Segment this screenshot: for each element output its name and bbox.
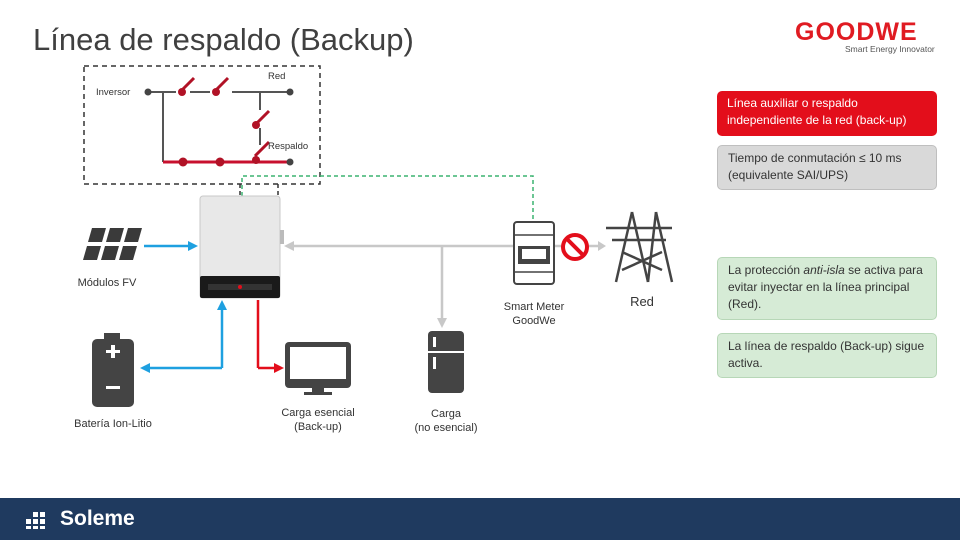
- dc-lines: [144, 244, 224, 370]
- monitor-icon: [285, 342, 351, 395]
- backup-label: Respaldo: [268, 141, 309, 152]
- battery-label: Batería Ion-Litio: [74, 418, 152, 430]
- meter-label-1: Smart Meter: [503, 301, 565, 313]
- terminal-grid: [286, 88, 294, 96]
- goodwe-logo: GOODWE: [795, 18, 918, 46]
- meter-comm-line: [241, 175, 534, 222]
- backup-active-note: La línea de respaldo (Back-up) sigue act…: [717, 333, 937, 378]
- soleme-logo-icon: [26, 512, 45, 529]
- switch-node: [178, 88, 186, 96]
- nonessential-load-label-1: Carga: [431, 408, 461, 420]
- switch-node: [215, 157, 225, 167]
- backup-load-line: [256, 300, 278, 370]
- inverter-icon: [199, 195, 284, 299]
- switch-node: [178, 157, 188, 167]
- grid-tower-label: Red: [630, 294, 654, 309]
- footer-bar: [0, 498, 960, 540]
- switching-time-note: Tiempo de conmutación ≤ 10 ms (equivalen…: [717, 145, 937, 190]
- nonessential-load-label-2: (no esencial): [414, 422, 478, 434]
- anti-island-note-post: se activa para evitar inyectar en la lín…: [728, 263, 923, 311]
- switch-icons: [178, 76, 271, 158]
- switch-node: [252, 156, 260, 164]
- switch-node: [252, 121, 260, 129]
- terminal-backup: [286, 158, 294, 166]
- backup-diagram: [83, 65, 674, 407]
- page-title: Línea de respaldo (Backup): [33, 22, 414, 57]
- inverter-label: Inversor: [96, 87, 131, 98]
- anti-island-note: La protección anti-isla se activa para e…: [717, 257, 937, 320]
- pv-label: Módulos FV: [77, 277, 137, 289]
- grid-label: Red: [268, 71, 286, 82]
- battery-icon: [92, 333, 134, 407]
- anti-island-note-pre: La protección: [728, 263, 804, 277]
- power-tower-icon: [606, 211, 674, 283]
- switch-detail-frame: [83, 65, 321, 185]
- smart-meter-icon: [513, 221, 555, 285]
- meter-label-2: GoodWe: [512, 315, 556, 327]
- switch-node: [212, 88, 220, 96]
- footer-brand: Soleme: [60, 507, 135, 530]
- essential-load-label-1: Carga esencial: [281, 407, 355, 419]
- essential-load-label-2: (Back-up): [294, 421, 342, 433]
- terminal-inverter: [144, 88, 152, 96]
- pv-module-icon: [83, 228, 142, 260]
- anti-island-block-icon: [561, 233, 589, 261]
- logo-tagline: Smart Energy Innovator: [845, 44, 935, 54]
- backup-line-note: Línea auxiliar o respaldo independiente …: [717, 91, 937, 136]
- anti-island-note-em: anti-isla: [803, 263, 845, 277]
- switch-circuit: [148, 91, 290, 162]
- fridge-icon: [428, 331, 464, 393]
